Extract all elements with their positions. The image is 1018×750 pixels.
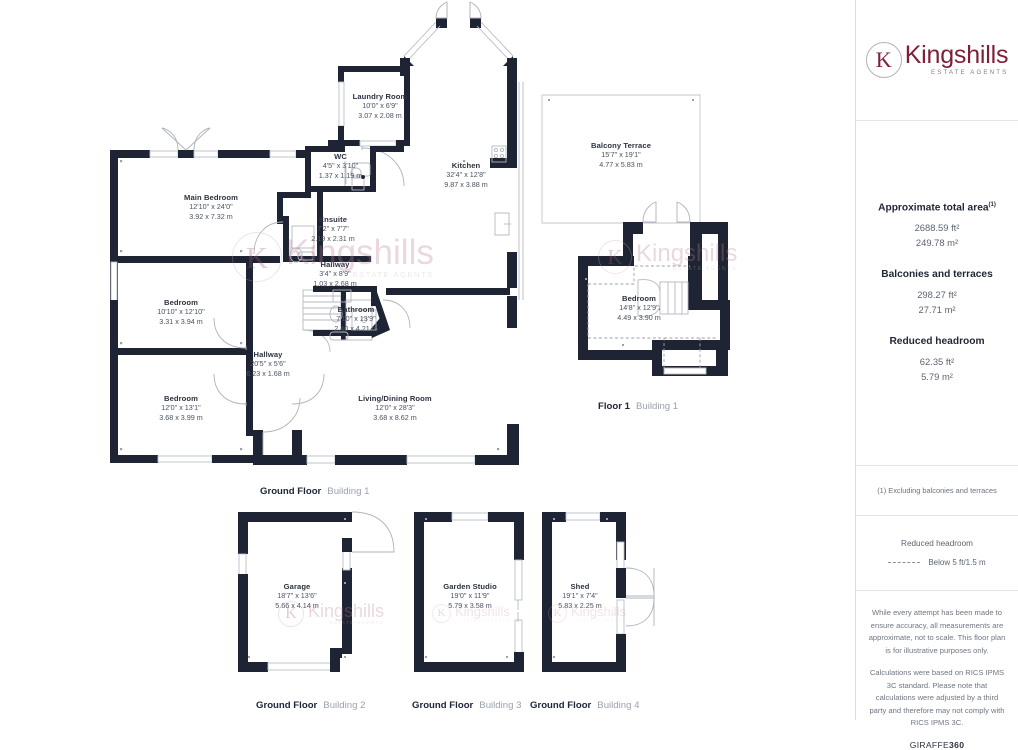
brand-logo: K Kingshills ESTATE AGENTS [856,0,1018,121]
area-footnote: (1) Excluding balconies and terraces [856,466,1018,516]
area-value-metric: 249.78 m² [915,236,959,248]
floorplan-canvas: .w { fill:#1e2433; } .win{ fill:#ffffff;… [110,1,737,711]
logo-k-icon: K [865,42,902,78]
dashed-line-icon [888,562,921,563]
brand-name: Kingshills [904,41,1009,70]
area-value-metric: 5.79 m² [921,370,953,382]
disclaimer: While every attempt has been made to ens… [856,591,1018,750]
brand-tagline: ESTATE AGENTS [931,69,1009,77]
legend-row-reduced-headroom: Below 5 ft/1.5 m [888,558,986,567]
area-block-balconies: Balconies and terraces 298.27 ft² 27.71 … [881,269,993,317]
disclaimer-rics: Calculations were based on RICS IPMS 3C … [869,668,1005,728]
area-value-metric: 27.71 m² [918,303,956,315]
info-panel: K Kingshills ESTATE AGENTS Approximate t… [855,0,1018,750]
footnote-text: (1) Excluding balconies and terraces [877,486,997,495]
area-value-imperial: 62.35 ft² [919,356,955,368]
provider-logo: GIRAFFE360 [909,739,965,750]
area-title: Approximate total area(1) [878,201,996,213]
area-summary: Approximate total area(1) 2688.59 ft² 24… [856,121,1018,466]
floorplan-vector: .w { fill:#1e2433; } .win{ fill:#ffffff;… [110,1,730,672]
area-value-imperial: 298.27 ft² [917,289,957,301]
floor-1-building-1-walls [541,94,730,376]
area-block-total: Approximate total area(1) 2688.59 ft² 24… [878,202,996,251]
ground-floor-building-2-walls [238,511,395,672]
ground-floor-building-4-walls [542,512,655,672]
area-block-reduced-headroom: Reduced headroom 62.35 ft² 5.79 m² [889,336,984,384]
legend-label: Below 5 ft/1.5 m [928,558,986,567]
area-title: Reduced headroom [889,336,985,348]
area-value-imperial: 2688.59 ft² [914,221,960,233]
ground-floor-building-3-walls [414,512,524,672]
area-title: Balconies and terraces [881,269,993,281]
legend: Reduced headroom Below 5 ft/1.5 m [856,516,1018,591]
legend-title: Reduced headroom [901,539,973,548]
ground-floor-building-1-walls [110,1,524,465]
disclaimer-accuracy: While every attempt has been made to ens… [868,608,1006,655]
floorplan-page: .w { fill:#1e2433; } .win{ fill:#ffffff;… [110,0,1018,750]
